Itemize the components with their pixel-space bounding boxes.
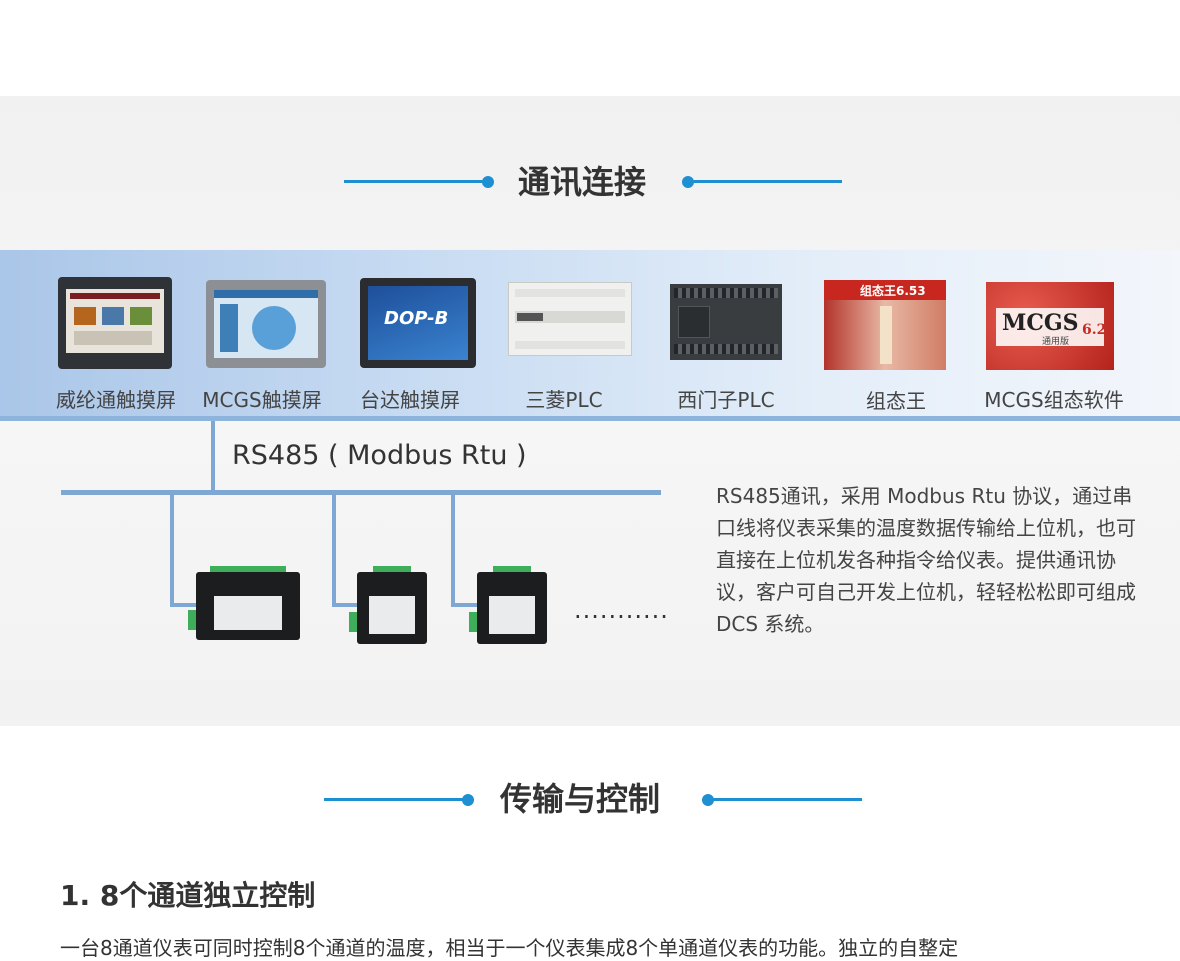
rs485-label: RS485 ( Modbus Rtu ) <box>232 440 527 471</box>
plc-icon <box>670 284 782 360</box>
instrument-module-icon <box>188 566 300 640</box>
plc-icon <box>508 282 632 356</box>
communication-description: RS485通讯，采用 Modbus Rtu 协议，通过串口线将仪表采集的温度数据… <box>716 484 1136 636</box>
touchscreen-hmi-icon: DOP-B <box>360 278 476 368</box>
feature-text: 一台8通道仪表可同时控制8个通道的温度，相当于一个仪表集成8个单通道仪表的功能。… <box>60 936 959 960</box>
drop-link-1 <box>170 603 196 607</box>
dop-b-logo: DOP-B <box>384 308 449 329</box>
touchscreen-hmi-icon <box>58 277 172 369</box>
bus-riser-line <box>211 421 215 493</box>
heading-right-dot <box>682 176 694 188</box>
section-heading-communication: 通讯连接 <box>518 163 647 201</box>
rs485-bus-line <box>61 490 661 495</box>
drop-line-3 <box>451 495 455 607</box>
device-label-delta: 台达触摸屏 <box>360 388 460 412</box>
device-label-mitsubishi-plc: 三菱PLC <box>525 388 603 412</box>
drop-link-3 <box>451 603 477 607</box>
device-label-kingview: 组态王 <box>866 389 926 413</box>
more-modules-ellipsis: ........... <box>574 596 669 624</box>
heading-left-line <box>344 180 486 183</box>
mcgs-box-version: 6.2 <box>1082 322 1107 338</box>
drop-line-2 <box>332 495 336 607</box>
touchscreen-hmi-icon <box>206 280 326 368</box>
heading-left-dot <box>462 794 474 806</box>
software-box-icon: MCGS 6.2 通用版 <box>986 282 1114 370</box>
drop-link-2 <box>332 603 358 607</box>
upper-bus-line <box>0 416 1180 421</box>
heading-left-line <box>324 798 468 801</box>
heading-right-line <box>690 180 842 183</box>
device-label-weinview: 威纶通触摸屏 <box>56 388 176 412</box>
device-label-mcgs-hmi: MCGS触摸屏 <box>202 388 322 412</box>
instrument-module-icon <box>349 566 427 644</box>
mcgs-box-subtitle: 通用版 <box>1042 337 1070 347</box>
drop-line-1 <box>170 495 174 607</box>
mcgs-box-title: MCGS <box>1002 310 1079 336</box>
kingview-box-title: 组态王6.53 <box>860 284 926 298</box>
device-label-mcgs-software: MCGS组态软件 <box>984 388 1124 412</box>
heading-right-line <box>710 798 862 801</box>
software-box-icon: 组态王6.53 <box>824 280 946 370</box>
instrument-module-icon <box>469 566 547 644</box>
section-heading-control: 传输与控制 <box>500 780 661 818</box>
device-label-siemens-plc: 西门子PLC <box>677 388 775 412</box>
heading-right-dot <box>702 794 714 806</box>
feature-title: 1. 8个通道独立控制 <box>60 879 316 912</box>
heading-left-dot <box>482 176 494 188</box>
